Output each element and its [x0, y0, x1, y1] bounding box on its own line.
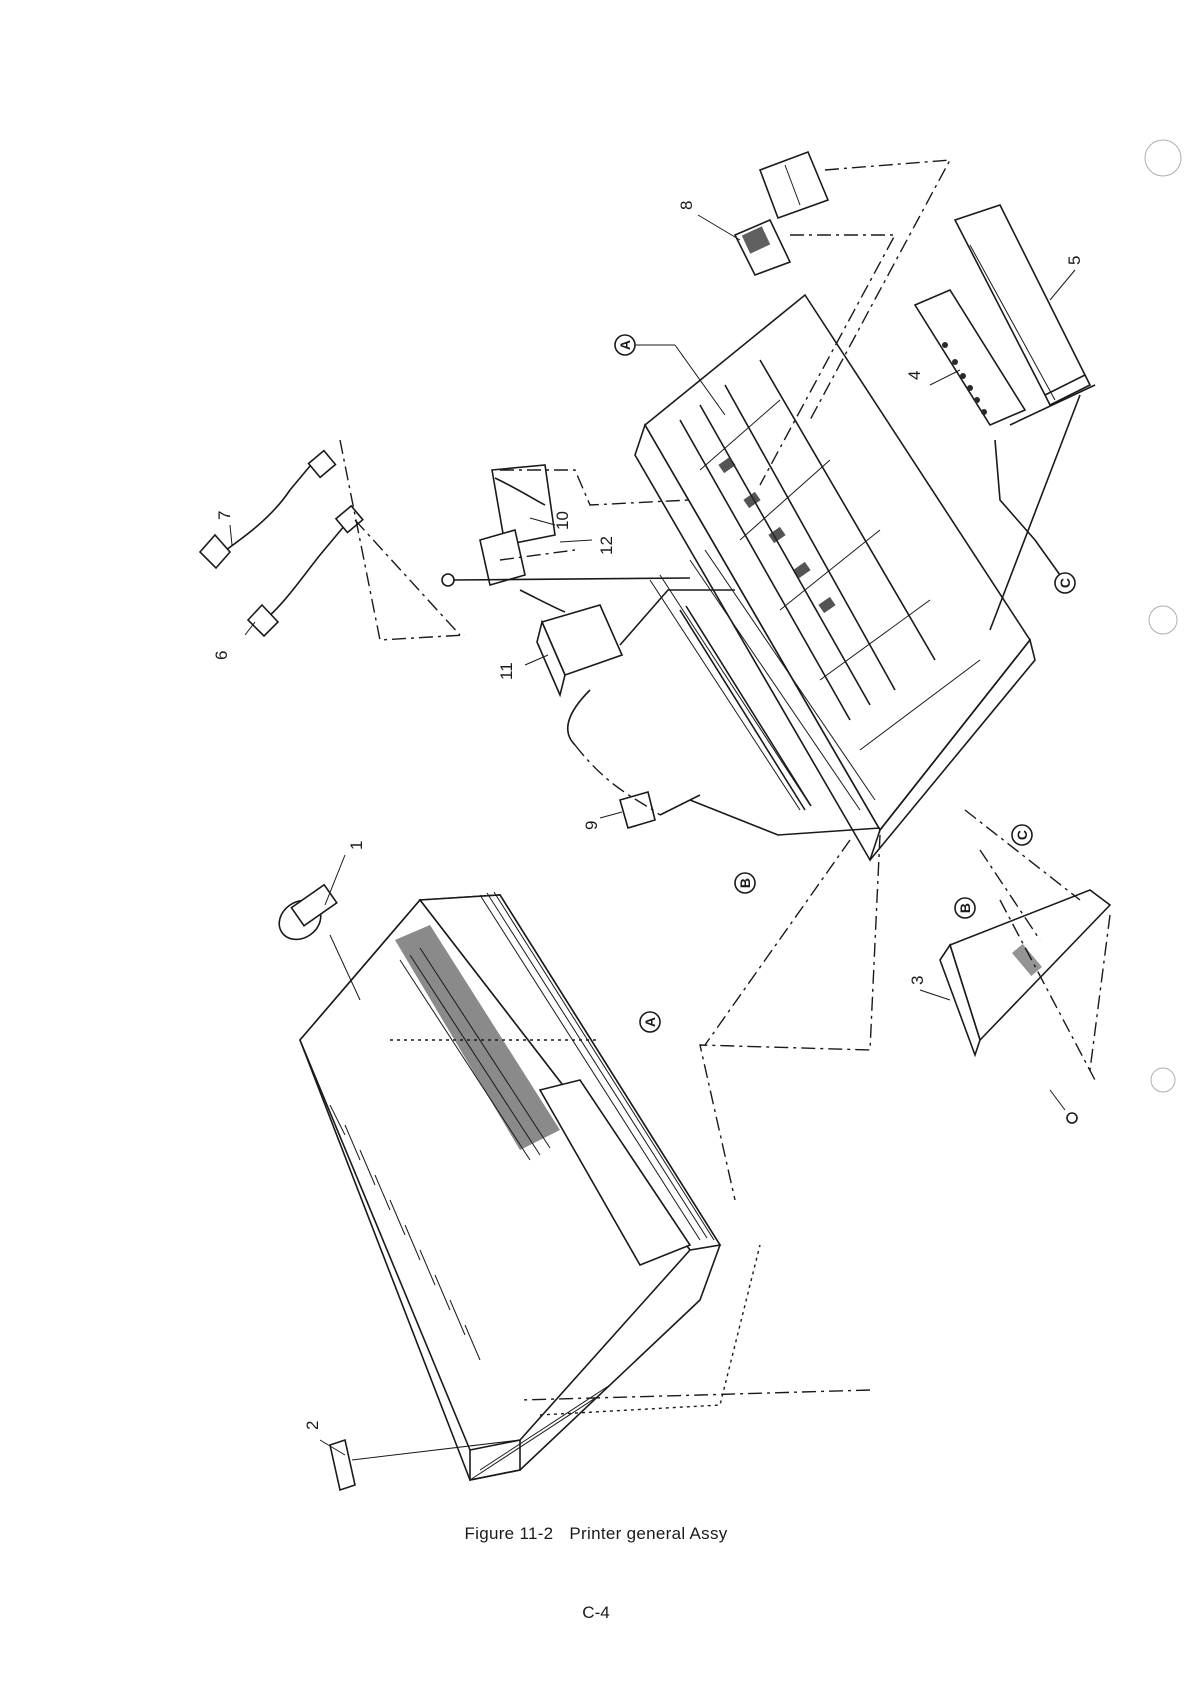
- svg-text:A: A: [642, 1017, 658, 1027]
- ribbon-cartridge: [760, 152, 828, 218]
- callout-1: 1: [347, 841, 366, 850]
- svg-text:B: B: [737, 878, 753, 888]
- figure-title: Printer general Assy: [569, 1524, 727, 1543]
- part-6-cable: [248, 506, 363, 636]
- part-1-knob: [272, 885, 360, 1000]
- callout-10: 10: [553, 511, 572, 530]
- part-8-ribbon-holder: [735, 220, 790, 275]
- ref-marker-c-right: C: [1055, 573, 1075, 593]
- page-number: C-4: [0, 1603, 1192, 1623]
- callout-11: 11: [497, 662, 516, 680]
- svg-text:A: A: [617, 340, 633, 350]
- callout-9: 9: [582, 821, 601, 830]
- callout-2: 2: [303, 1421, 322, 1430]
- svg-text:B: B: [957, 903, 973, 913]
- ref-marker-b-bottom: B: [955, 898, 975, 918]
- part-7-cable: [200, 451, 335, 568]
- ref-marker-a-case: A: [640, 1012, 660, 1032]
- callout-6: 6: [212, 651, 231, 660]
- callout-8: 8: [677, 201, 696, 210]
- binder-hole-marks: [1145, 140, 1181, 1092]
- svg-text:C: C: [1014, 830, 1030, 840]
- part-9-sensor: [620, 792, 700, 828]
- callout-12: 12: [597, 536, 616, 555]
- callout-3: 3: [908, 976, 927, 985]
- figure-caption: Figure 11-2 Printer general Assy: [0, 1524, 1192, 1544]
- printer-outer-case: [300, 892, 720, 1480]
- callout-7: 7: [215, 511, 234, 520]
- part-11-transformer: [520, 590, 622, 745]
- callout-5: 5: [1065, 256, 1084, 265]
- figure-number: Figure 11-2: [464, 1524, 553, 1543]
- part-2-label: [330, 1440, 355, 1490]
- callout-4: 4: [905, 371, 924, 380]
- svg-text:C: C: [1057, 578, 1073, 588]
- part-10-bracket: [492, 465, 555, 545]
- ref-marker-c-bottom: C: [1012, 825, 1032, 845]
- ref-marker-b-left: B: [735, 873, 755, 893]
- part-3-circuit-board: [940, 890, 1110, 1123]
